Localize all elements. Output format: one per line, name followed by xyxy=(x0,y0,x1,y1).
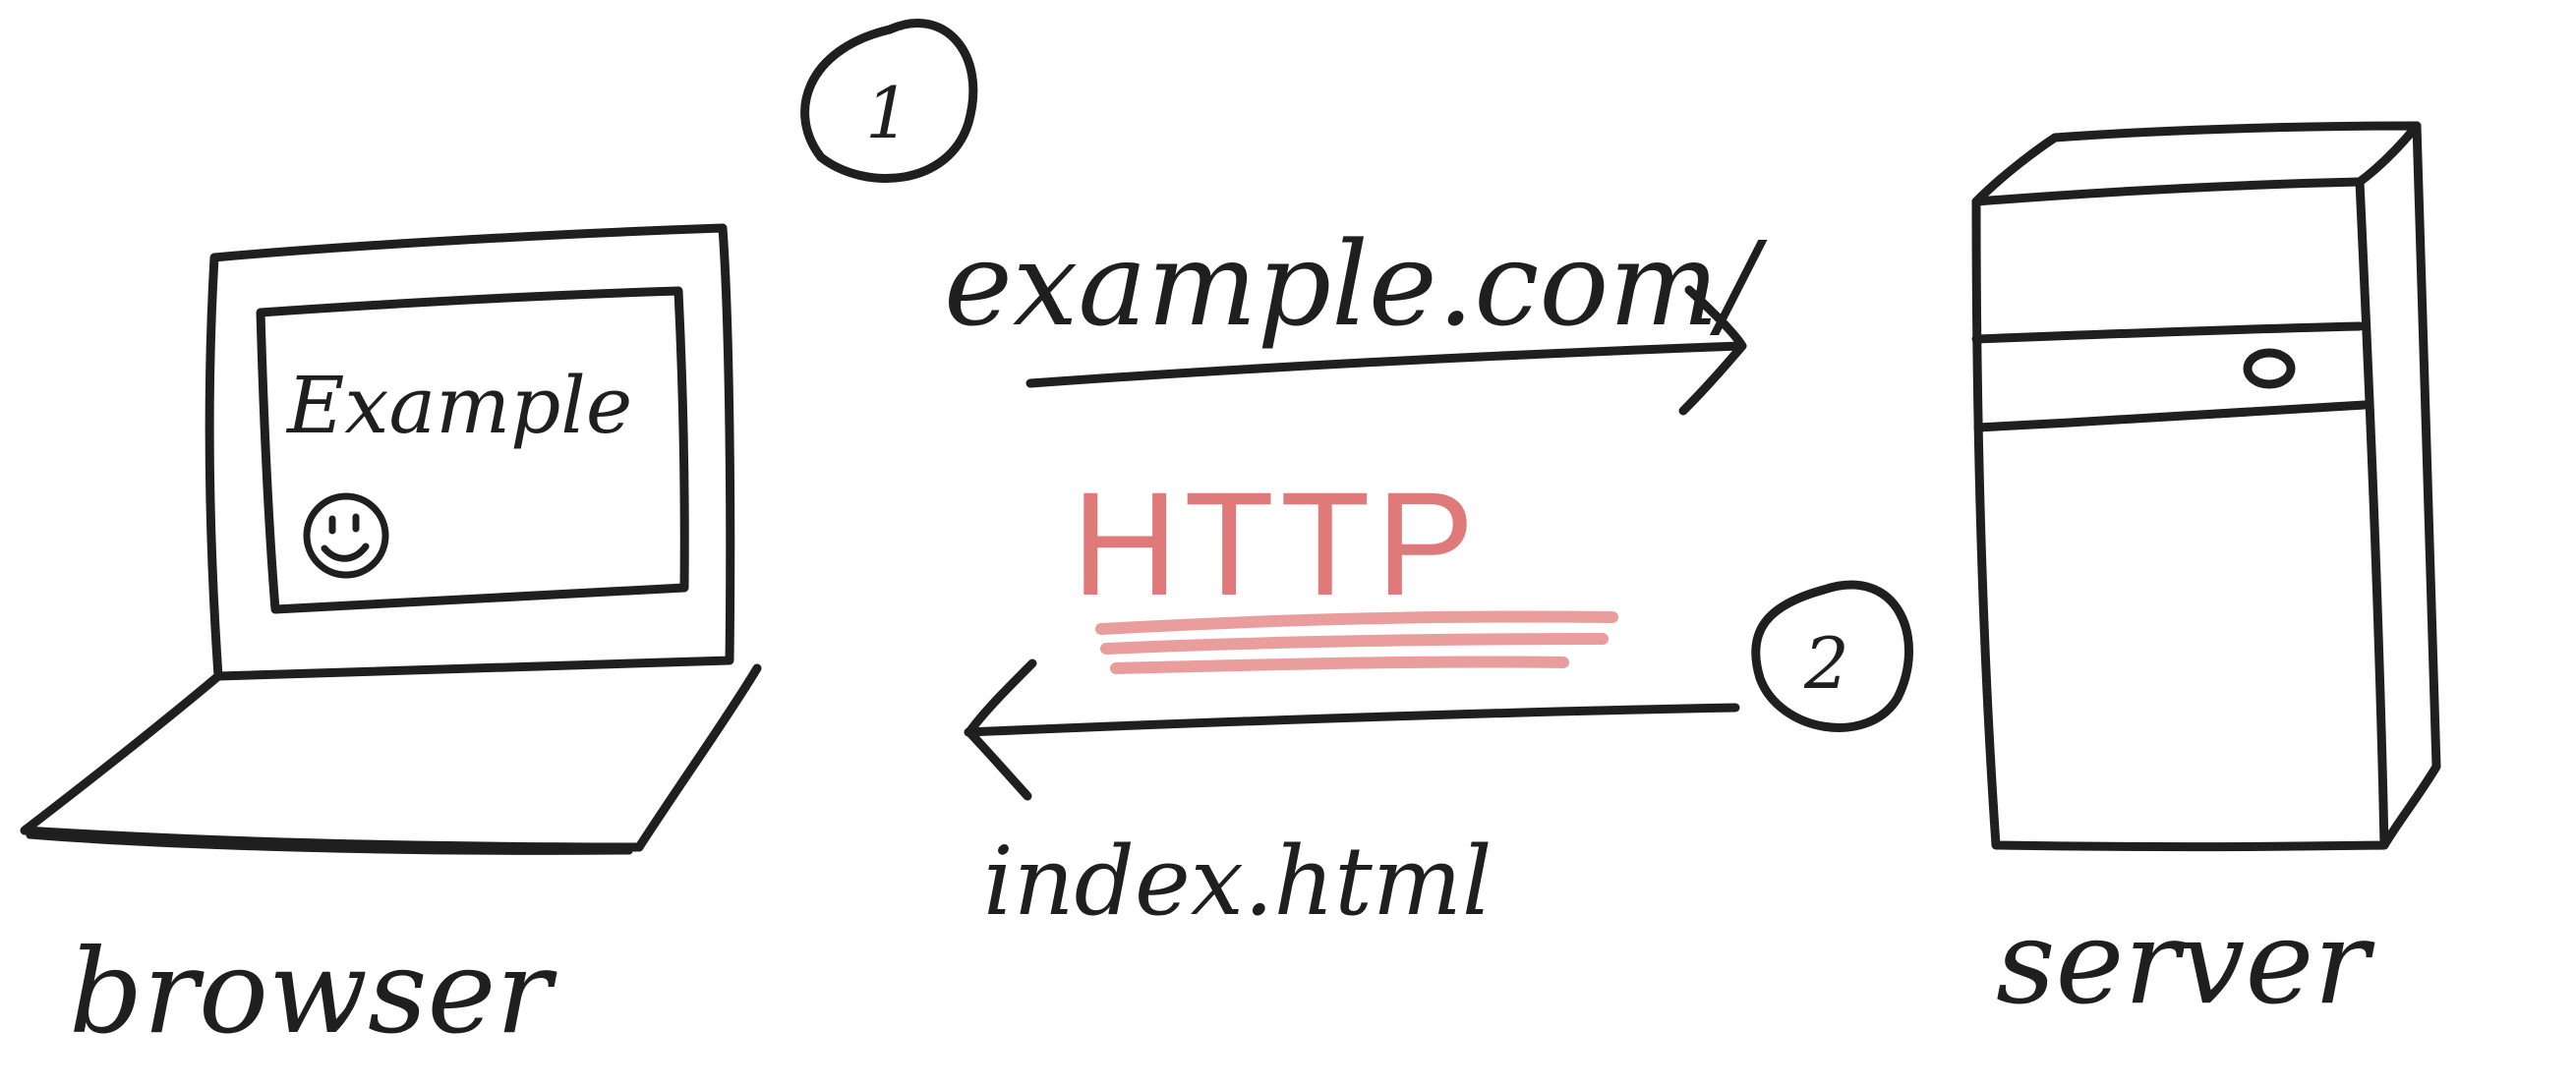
step-two-number: 2 xyxy=(1803,622,1849,705)
step-one-marker xyxy=(800,19,978,184)
response-label: index.html xyxy=(983,827,1493,937)
protocol-label: HTTP xyxy=(1072,461,1481,626)
browser-label: browser xyxy=(69,924,557,1059)
smiley-face-icon xyxy=(303,492,389,579)
protocol-underline xyxy=(1095,610,1618,674)
step-two-marker xyxy=(1751,580,1913,732)
step-one-number: 1 xyxy=(865,72,910,154)
request-label: example.com/ xyxy=(944,216,1768,352)
screen-text: Example xyxy=(285,360,632,451)
arrow-right-icon xyxy=(1025,285,1747,416)
server-tower-icon xyxy=(1971,121,2441,851)
arrow-left-icon xyxy=(964,658,1740,801)
laptop-icon xyxy=(20,223,762,855)
server-label: server xyxy=(1996,894,2375,1030)
